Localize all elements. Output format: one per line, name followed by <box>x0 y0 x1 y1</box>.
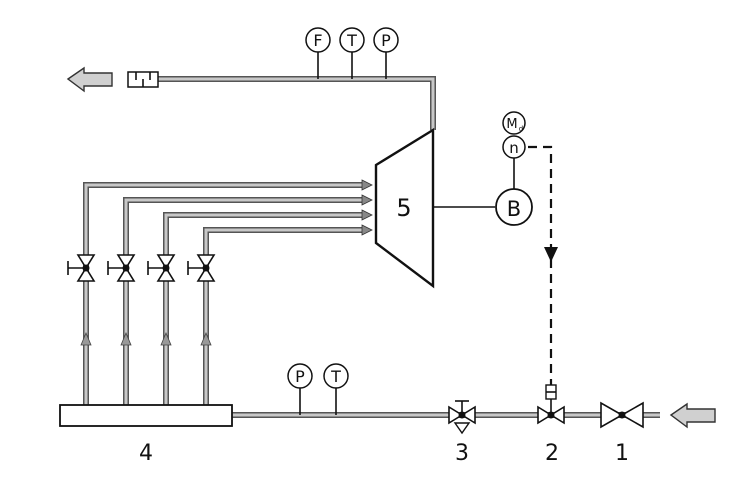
control-signal-line <box>528 145 558 385</box>
inlet-pressure-label: P <box>295 367 305 386</box>
check-valve-icon <box>453 422 471 435</box>
gate-valve-icon <box>67 254 96 282</box>
exhaust-temp-label: T <box>346 31 357 50</box>
gate-valve-icon <box>147 254 176 282</box>
valve-3-label: 3 <box>455 441 469 466</box>
header-component: 4 <box>59 404 233 466</box>
turbine-body <box>374 127 435 289</box>
inlet-instruments: P T <box>287 363 349 415</box>
gate-valve-icon <box>107 254 136 282</box>
exhaust-flow-label: F <box>313 31 322 50</box>
torque-sensor-subscript: d <box>519 125 523 133</box>
inlet-temp-label: T <box>330 367 341 386</box>
branch-flow-arrows <box>80 331 212 346</box>
exhaust-pressure-label: P <box>381 31 391 50</box>
flow-out-arrow-icon <box>66 66 113 93</box>
torque-sensor-label: M <box>506 117 517 132</box>
brake-label: B <box>507 197 521 221</box>
silencer-icon <box>127 71 159 88</box>
turbine-inlet-arrows <box>361 179 373 236</box>
valve-2: 2 <box>537 384 565 466</box>
turbine-component: 5 <box>374 127 435 289</box>
header-box <box>59 404 233 427</box>
turbine-label: 5 <box>396 194 411 222</box>
valve-3: 3 <box>448 400 476 466</box>
brake-component: B <box>495 188 533 226</box>
valve-1: 1 <box>600 401 644 466</box>
header-label: 4 <box>139 441 153 466</box>
torque-sensor: M d <box>502 111 526 135</box>
signal-arrow-icon <box>544 247 558 262</box>
branch-valves <box>67 254 216 282</box>
valve-1-label: 1 <box>615 441 629 466</box>
speed-sensor-label: n <box>509 139 519 157</box>
valve-2-label: 2 <box>545 441 559 466</box>
speed-sensor: n <box>502 135 526 159</box>
gate-valve-icon <box>187 254 216 282</box>
flow-in-arrow-icon <box>669 402 716 429</box>
pipes <box>83 76 660 418</box>
exhaust-instruments: F T P <box>305 27 399 79</box>
exhaust-pipe <box>158 76 436 130</box>
